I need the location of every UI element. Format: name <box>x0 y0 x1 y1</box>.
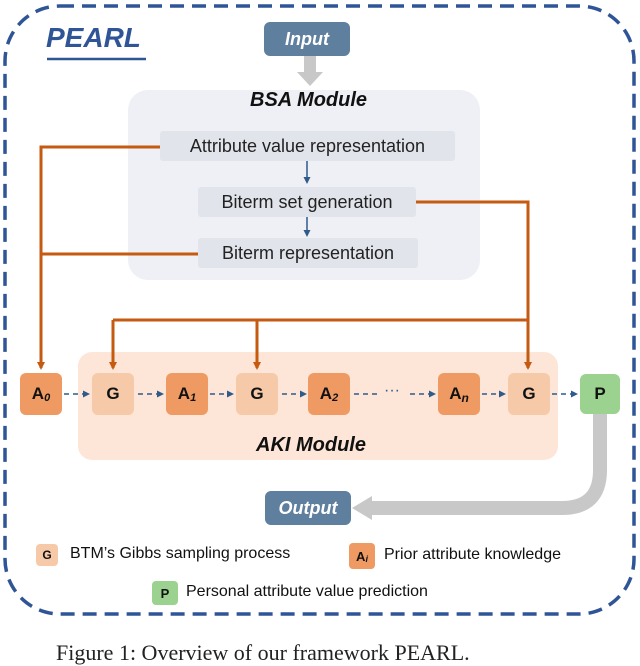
connector-attr-to-a0 <box>37 145 160 370</box>
prediction-to-output-arrowhead <box>352 496 372 520</box>
connector-biterm-set-to-last-g <box>416 200 532 370</box>
node-letter: P <box>594 384 606 403</box>
node-subscript: 1 <box>190 392 197 404</box>
node-p: P <box>580 374 620 414</box>
step-biterm-representation: Biterm representation <box>198 238 418 268</box>
step-biterm-set-generation: Biterm set generation <box>198 187 416 217</box>
legend-letter: A <box>356 548 366 564</box>
node-letter: A <box>319 384 333 403</box>
bsa-module-title: BSA Module <box>250 89 368 111</box>
orange-connectors <box>37 145 532 370</box>
node-subscript: n <box>461 391 469 405</box>
output-box: Output <box>265 491 351 525</box>
node-letter: G <box>106 384 120 403</box>
node-letter: A <box>449 384 462 403</box>
node-letter: G <box>522 384 536 403</box>
node-g-n: G <box>508 373 550 415</box>
legend-a-text: Prior attribute knowledge <box>384 546 561 563</box>
input-label: Input <box>285 28 329 49</box>
legend-p-swatch: P <box>152 581 178 605</box>
input-box: Input <box>264 22 350 56</box>
legend-g-swatch: G <box>36 544 58 566</box>
node-letter: A <box>31 384 45 403</box>
node-letter: G <box>250 384 264 403</box>
prediction-to-output-arrow <box>370 414 607 515</box>
legend-g-text: BTM’s Gibbs sampling process <box>70 545 291 562</box>
figure-caption: Figure 1: Overview of our framework PEAR… <box>56 640 470 665</box>
legend-glyph: P <box>160 585 170 601</box>
step-label: Biterm representation <box>221 242 395 263</box>
node-g-2: G <box>236 373 278 415</box>
node-letter: A <box>177 384 191 403</box>
legend-subscript: i <box>365 554 368 564</box>
step-attribute-value-representation: Attribute value representation <box>160 131 455 161</box>
node-subscript: 0 <box>44 392 51 404</box>
legend-p-text: Personal attribute value prediction <box>186 583 428 600</box>
node-subscript: 2 <box>332 392 339 404</box>
input-down-arrow <box>297 56 323 86</box>
output-label: Output <box>278 497 338 518</box>
chain-ellipsis: ··· <box>384 382 400 399</box>
framework-title: PEARL <box>46 22 141 53</box>
legend-glyph: G <box>42 548 52 562</box>
aki-module-title: AKI Module <box>256 434 366 456</box>
node-g-1: G <box>92 373 134 415</box>
step-label: Biterm set generation <box>221 191 393 212</box>
step-label: Attribute value representation <box>189 135 426 156</box>
